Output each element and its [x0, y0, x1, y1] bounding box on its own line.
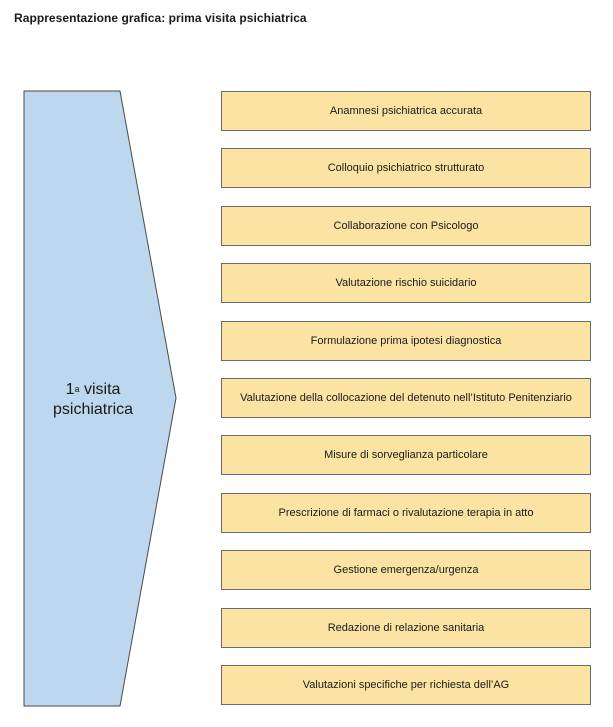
- activity-box: Valutazione della collocazione del deten…: [221, 378, 591, 418]
- arrow-label-superscript: a: [74, 384, 80, 394]
- activity-box: Redazione di relazione sanitaria: [221, 608, 591, 648]
- arrow-label-number: 1: [65, 381, 75, 398]
- activity-box: Misure di sorveglianza particolare: [221, 435, 591, 475]
- chevron-arrow: [23, 90, 177, 707]
- activity-box: Anamnesi psichiatrica accurata: [221, 91, 591, 131]
- arrow-label-word2: psichiatrica: [52, 401, 134, 418]
- arrow-label: 1a visita psichiatrica: [28, 380, 158, 420]
- activity-box: Colloquio psichiatrico strutturato: [221, 148, 591, 188]
- diagram-title: Rappresentazione grafica: prima visita p…: [14, 11, 307, 25]
- activity-box: Valutazione rischio suicidario: [221, 263, 591, 303]
- activity-box: Prescrizione di farmaci o rivalutazione …: [221, 493, 591, 533]
- activity-box: Valutazioni specifiche per richiesta del…: [221, 665, 591, 705]
- activity-box: Gestione emergenza/urgenza: [221, 550, 591, 590]
- activity-box: Collaborazione con Psicologo: [221, 206, 591, 246]
- activity-box: Formulazione prima ipotesi diagnostica: [221, 321, 591, 361]
- arrow-label-word1: visita: [83, 381, 121, 398]
